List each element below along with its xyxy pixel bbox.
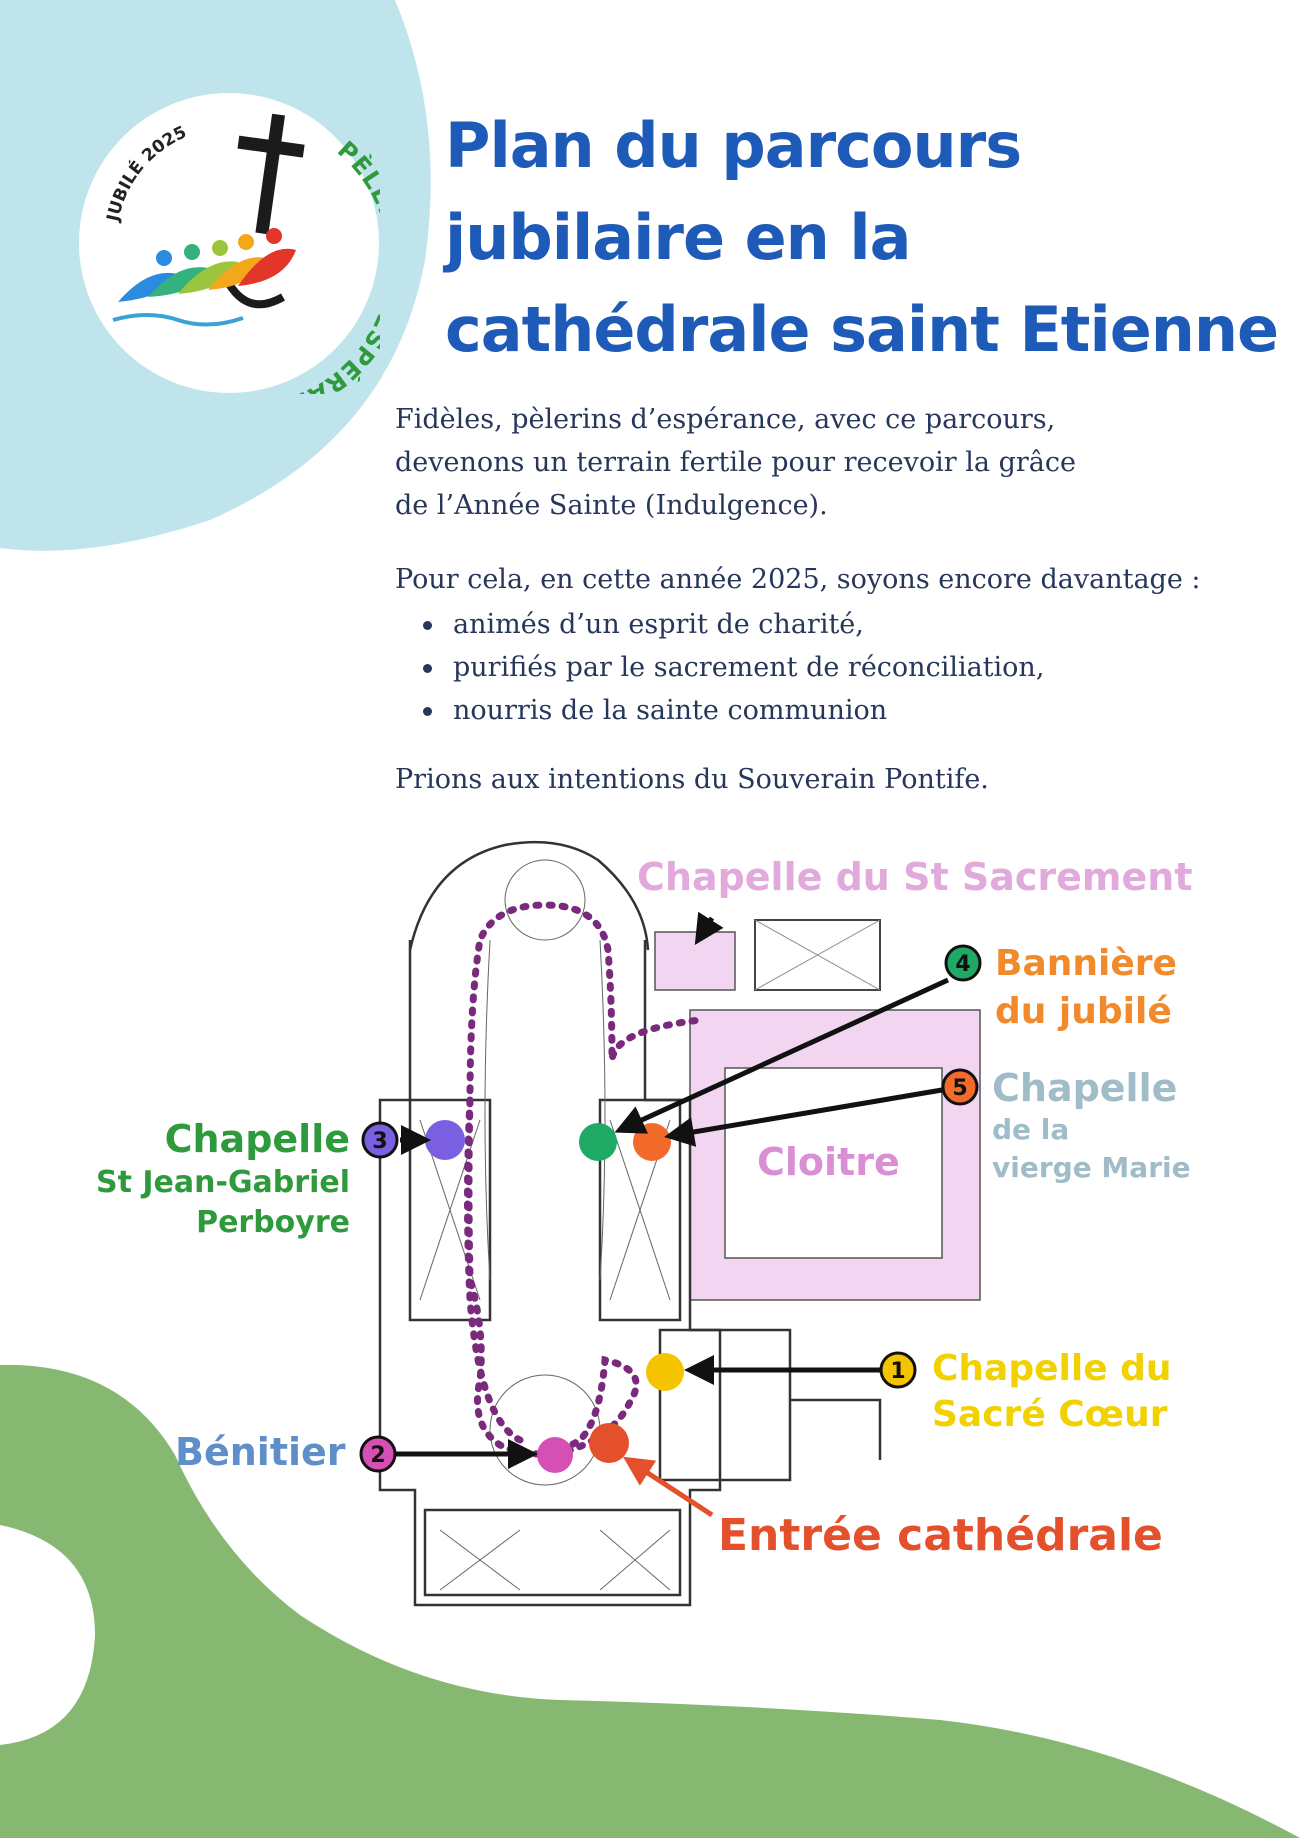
station-dot-2 xyxy=(537,1437,573,1473)
arrow-entrance xyxy=(622,1456,714,1518)
badge-number-1: 1 xyxy=(890,1359,905,1384)
label-station-4-line-2: du jubilé xyxy=(995,991,1172,1032)
page-title: Plan du parcours jubilaire en la cathédr… xyxy=(445,100,1279,376)
arrow-station-4 xyxy=(614,977,950,1134)
bullet-list: animés d’un esprit de charité, purifiés … xyxy=(420,603,1044,732)
label-station-1: Chapelle du Sacré Cœur xyxy=(932,1346,1172,1438)
pilgrim-path xyxy=(465,901,704,1459)
label-entrance: Entrée cathédrale xyxy=(718,1510,1163,1561)
label-cloister: Cloitre xyxy=(757,1140,900,1184)
station-dot-entrance xyxy=(589,1423,629,1463)
label-station-5-line-3: vierge Marie xyxy=(992,1151,1191,1184)
arrow-sacrament xyxy=(694,911,724,946)
bullet-item-reconciliation: purifiés par le sacrement de réconciliat… xyxy=(420,646,1044,689)
station-dot-1 xyxy=(646,1353,684,1391)
label-station-5-line-2: de la xyxy=(992,1113,1070,1146)
intro-line-3: de l’Année Sainte (Indulgence). xyxy=(395,490,828,521)
badge-number-3: 3 xyxy=(372,1129,387,1154)
pilgrim-path-return xyxy=(464,1096,524,1444)
badge-number-4: 4 xyxy=(955,952,970,977)
prayer-text: Prions aux intentions du Souverain Ponti… xyxy=(395,764,989,795)
label-station-5-line-1: Chapelle xyxy=(992,1066,1178,1110)
label-station-3-line-3: Perboyre xyxy=(196,1205,350,1240)
label-station-2: Bénitier xyxy=(175,1430,346,1474)
label-station-1-line-2: Sacré Cœur xyxy=(932,1394,1168,1435)
label-station-1-line-1: Chapelle du xyxy=(932,1348,1172,1389)
badge-number-2: 2 xyxy=(370,1443,385,1468)
vault-lines xyxy=(419,859,671,1591)
title-line-2: jubilaire en la xyxy=(445,201,911,274)
annex-building xyxy=(754,919,881,991)
label-station-4: Bannière du jubilé xyxy=(995,940,1177,1036)
title-line-3: cathédrale saint Etienne xyxy=(445,293,1279,366)
station-dot-4 xyxy=(579,1123,617,1161)
intro-paragraph: Fidèles, pèlerins d’espérance, avec ce p… xyxy=(395,398,1275,527)
green-corner-blob xyxy=(0,1364,1300,1838)
title-line-1: Plan du parcours xyxy=(445,109,1022,182)
bullet-item-communion: nourris de la sainte communion xyxy=(420,689,1044,732)
bullet-item-charity: animés d’un esprit de charité, xyxy=(420,603,1044,646)
label-station-3-line-1: Chapelle xyxy=(164,1117,350,1161)
station-dot-3 xyxy=(425,1120,465,1160)
label-station-3: Chapelle St Jean-Gabriel Perboyre xyxy=(75,1115,350,1243)
chapel-sacrament-area xyxy=(654,931,736,991)
station-dot-5 xyxy=(633,1123,671,1161)
lead-text: Pour cela, en cette année 2025, soyons e… xyxy=(395,564,1201,595)
label-station-5: Chapelle de la vierge Marie xyxy=(992,1065,1191,1187)
arrow-station-5 xyxy=(664,1087,943,1147)
badge-number-5: 5 xyxy=(952,1076,967,1101)
label-station-3-line-2: St Jean-Gabriel xyxy=(95,1165,350,1200)
label-station-4-line-1: Bannière xyxy=(995,943,1177,984)
label-chapel-sacrament: Chapelle du St Sacrement xyxy=(637,855,1193,899)
intro-line-1: Fidèles, pèlerins d’espérance, avec ce p… xyxy=(395,404,1056,435)
intro-line-2: devenons un terrain fertile pour recevoi… xyxy=(395,447,1076,478)
white-notch xyxy=(0,1525,95,1745)
